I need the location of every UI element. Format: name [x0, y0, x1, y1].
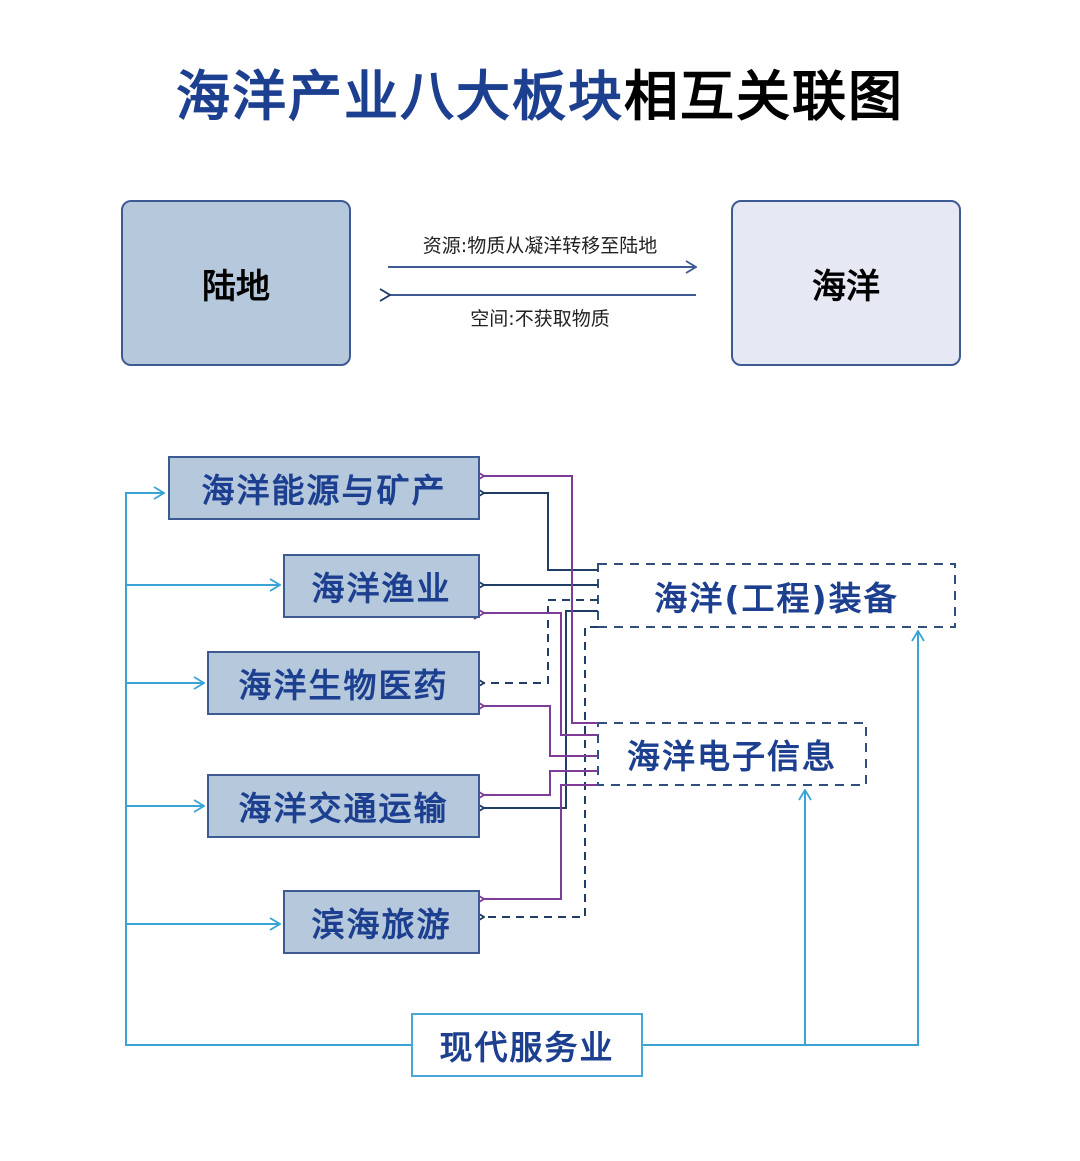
elec-to-fishery	[484, 613, 598, 736]
land-label: 陆地	[202, 266, 270, 307]
sector-tourism: 滨海旅游	[283, 890, 480, 954]
sector-biomedicine: 海洋生物医药	[207, 651, 480, 715]
svc-to-equipment	[805, 631, 918, 1046]
sector-energy-mining: 海洋能源与矿产	[168, 456, 480, 520]
sector-label: 海洋交通运输	[238, 789, 449, 828]
page-title: 海洋产业八大板块相互关联图	[0, 52, 1080, 131]
resource-label: 资源:物质从凝洋转移至陆地	[422, 235, 658, 257]
svc-to-electronics	[642, 790, 805, 1046]
elec-to-energy	[484, 476, 598, 724]
hub-equipment-label: 海洋(工程)装备	[654, 578, 899, 618]
svc-trunk	[125, 493, 412, 1046]
hub-electronics-label: 海洋电子信息	[627, 737, 837, 776]
title-black-part: 相互关联图	[624, 65, 904, 128]
hub-modern-services: 现代服务业	[411, 1013, 643, 1077]
elec-to-biomed	[484, 706, 598, 757]
elec-to-transport	[484, 770, 598, 795]
sector-transport: 海洋交通运输	[207, 774, 480, 838]
electronics-box-border	[597, 722, 867, 786]
equip-to-biomed	[484, 599, 598, 683]
hub-electronics: 海洋电子信息	[598, 723, 866, 785]
elec-to-tourism	[484, 784, 598, 899]
space-label: 空间:不获取物质	[470, 308, 610, 330]
equipment-box-border	[597, 563, 956, 628]
title-blue-part: 海洋产业八大板块	[176, 65, 624, 128]
ocean-label: 海洋	[812, 266, 880, 307]
hub-equipment: 海洋(工程)装备	[598, 564, 955, 627]
ocean-box: 海洋	[731, 200, 961, 366]
land-box: 陆地	[121, 200, 351, 366]
sector-label: 海洋渔业	[311, 569, 452, 608]
hub-services-label: 现代服务业	[439, 1028, 615, 1067]
sector-label: 海洋生物医药	[238, 666, 449, 705]
equip-to-transport	[484, 610, 598, 808]
sector-fishery: 海洋渔业	[283, 554, 480, 618]
sector-label: 海洋能源与矿产	[201, 471, 447, 510]
sector-label: 滨海旅游	[311, 905, 452, 944]
equip-to-energy	[484, 493, 598, 571]
